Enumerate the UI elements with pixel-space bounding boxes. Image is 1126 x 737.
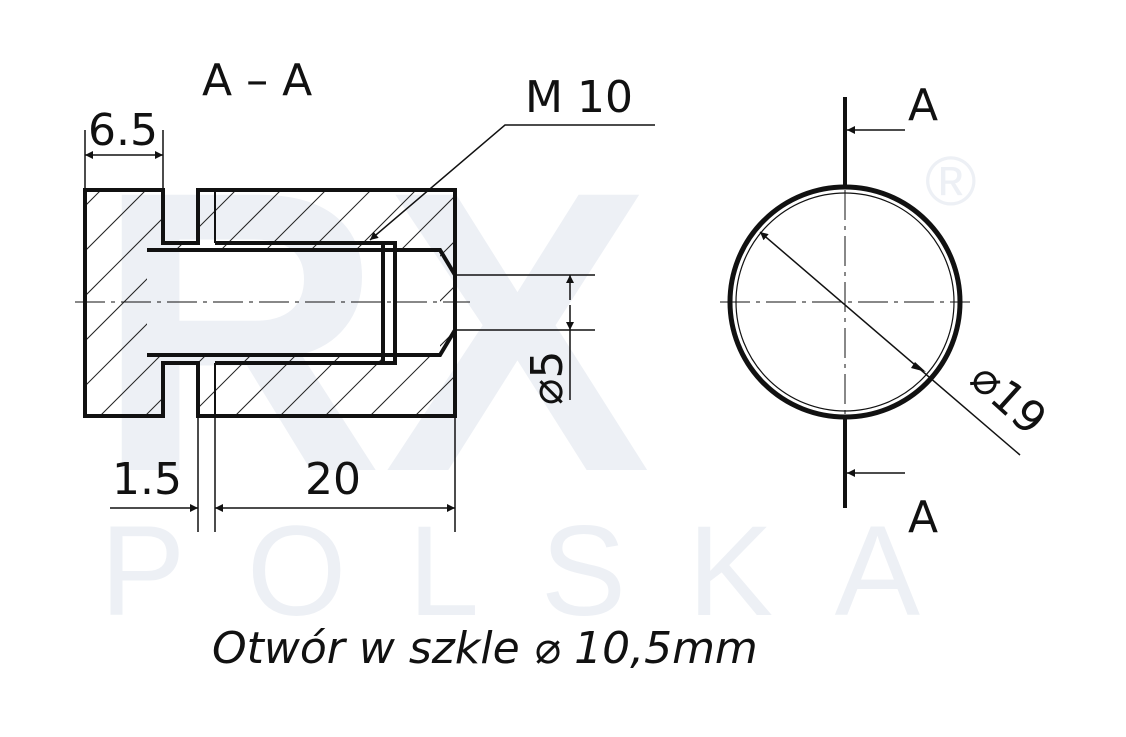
dim-diameter-small [455,274,595,400]
hatch-line [85,190,192,416]
dim-gap-label: 1.5 [112,454,182,505]
section-title: A – A [202,55,312,106]
watermark-logo-text: RX [95,108,653,555]
thread-leader [369,124,655,241]
dim-length-label: 20 [305,454,361,505]
hatch-line [0,190,11,416]
dim-flange [84,130,164,190]
dim-diameter-small-label: ⌀5 [522,351,573,405]
cut-label-bottom: A [908,492,938,543]
dim-flange-label: 6.5 [88,105,158,156]
cut-label-top: A [908,80,938,131]
glass-hole-note: Otwór w szkle ⌀ 10,5mm [212,623,758,674]
hatch-line [369,190,455,416]
dim-bottom [110,416,456,532]
hatch-line [85,190,147,416]
end-view [720,97,1021,508]
dim-diameter-label: ⌀19 [961,352,1056,445]
hatch-line [414,190,455,416]
thread-label: M 10 [525,72,633,123]
registered-mark: ® [925,142,977,220]
hatch-line [0,190,56,416]
